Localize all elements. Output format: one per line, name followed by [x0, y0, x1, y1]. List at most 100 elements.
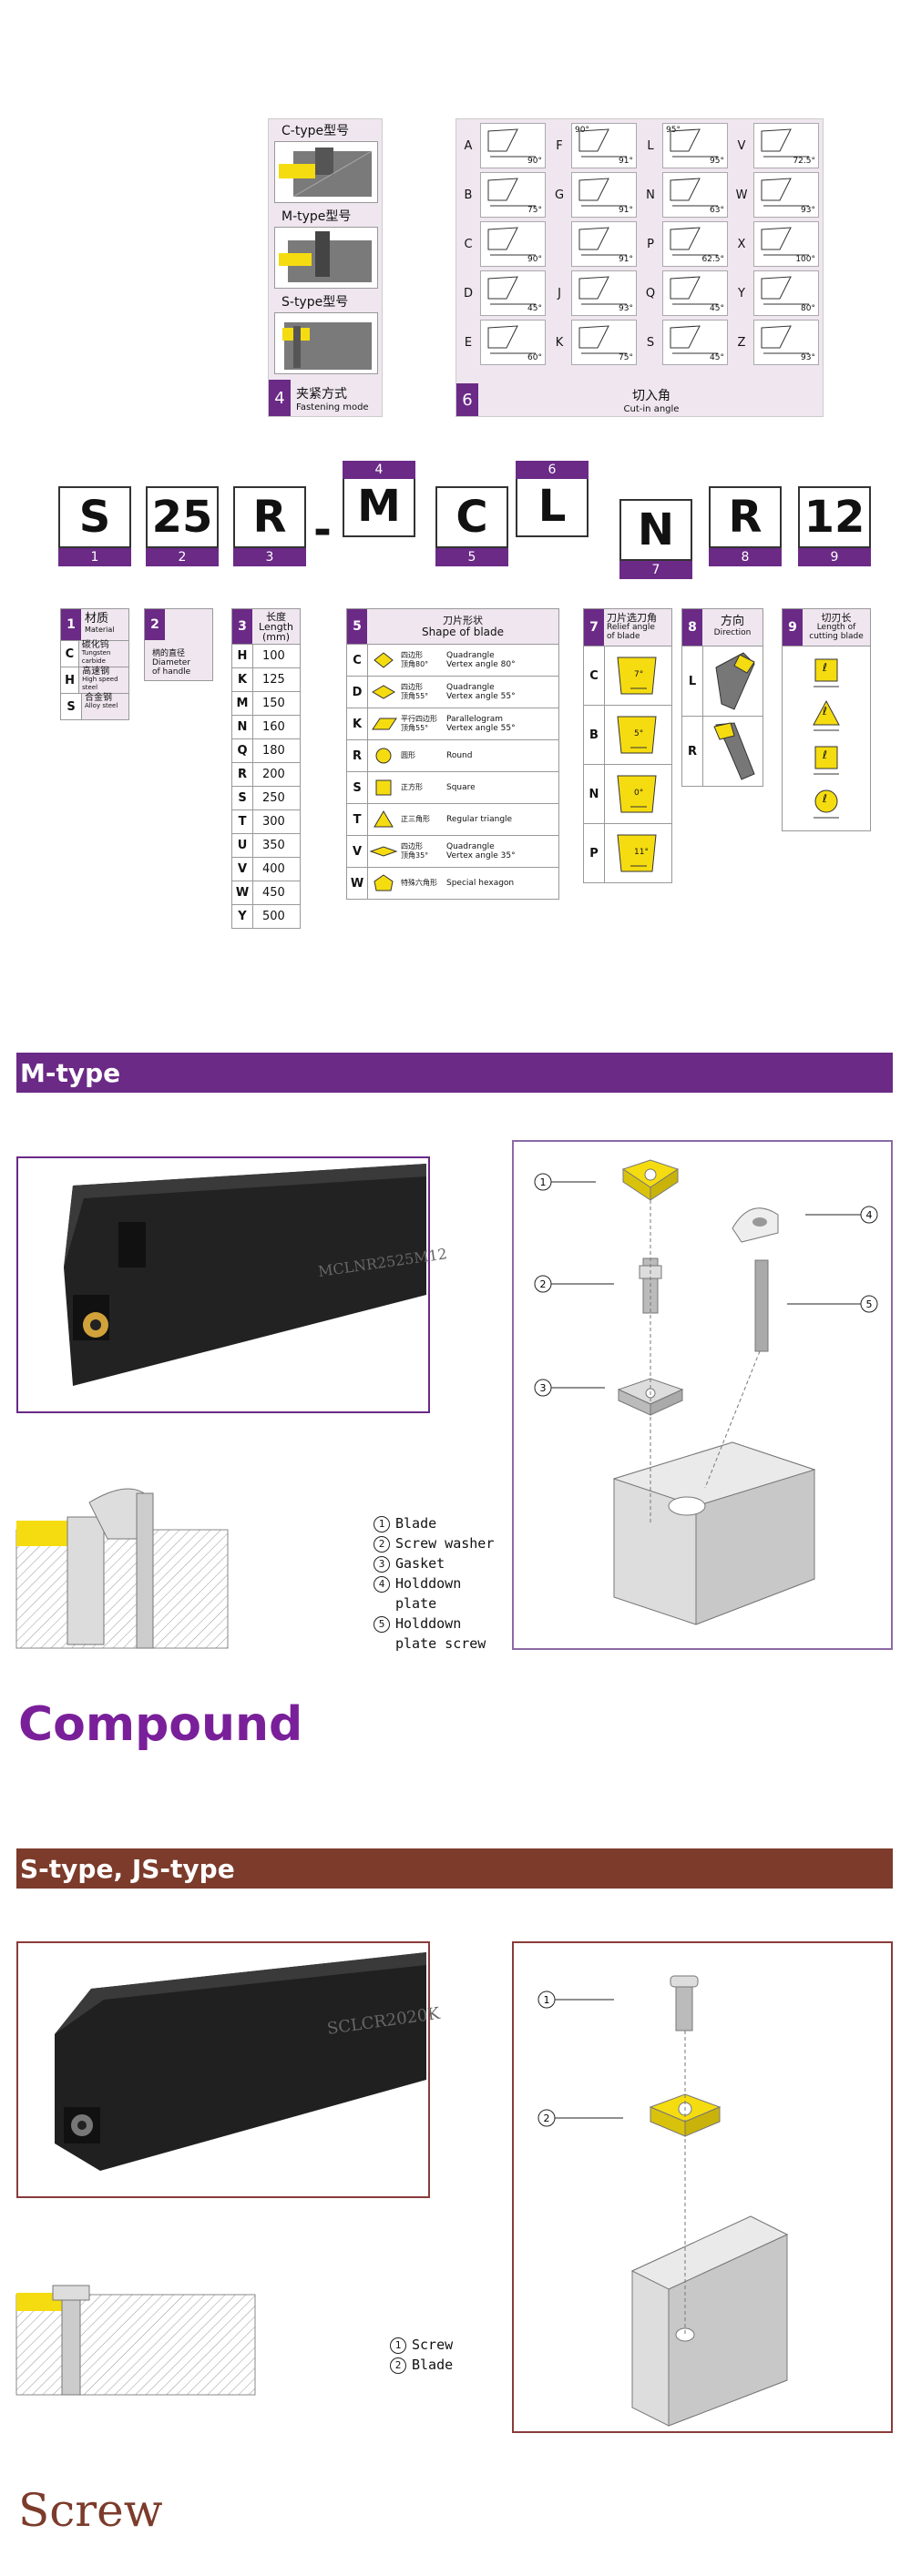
relief-code: C [584, 647, 605, 705]
mtype-legend-label: Holddown plate [395, 1575, 462, 1612]
length-value: 300 [262, 815, 285, 829]
shape-en-2: Vertex angle 55° [446, 724, 516, 733]
diameter-box: 2 柄的直径 Diameter of handle [144, 608, 213, 681]
cutin-angle: 93° [801, 206, 815, 215]
cutting-mark: ℓ [823, 661, 827, 674]
code-char: S [58, 486, 131, 548]
length-code: W [232, 881, 253, 904]
code-num: 3 [233, 548, 306, 566]
relief-angle: 11° [634, 848, 649, 857]
cutin-letter: J [558, 287, 561, 300]
mtype-callout: 1 [534, 1173, 596, 1191]
length-row: H 100 [231, 645, 301, 668]
length-value: 150 [262, 697, 285, 710]
cutin-diagram: 91° [571, 172, 637, 218]
mtype-callout: 3 [534, 1379, 605, 1397]
shape-en: Quadrangle [446, 842, 495, 851]
cutin-tool-icon [761, 227, 809, 256]
shape-code: C [347, 645, 368, 676]
cutin-angle: 95° [710, 157, 724, 166]
cutin-tool-icon [670, 178, 718, 207]
cutting-mark: ℓ [823, 748, 827, 761]
direction-code: L [682, 647, 703, 716]
m-type-label: M-type型号 [281, 209, 352, 224]
cutin-angle: 100° [795, 255, 815, 264]
cutin-en: Cut-in angle [623, 403, 680, 414]
cutin-angle: 90° [527, 157, 542, 166]
cutin-angle: 93° [801, 353, 815, 362]
cutin-tool-icon [761, 325, 809, 354]
mtype-legend-number: 5 [374, 1616, 390, 1633]
direction-tool-icon [707, 649, 762, 713]
code-char: R [709, 486, 782, 548]
code-num: 7 [619, 561, 692, 579]
c-type-icon [279, 148, 373, 198]
code-char: N [619, 499, 692, 561]
svg-text:1: 1 [544, 1994, 550, 2006]
shape-cn: 圆形 [401, 751, 415, 759]
shape-cn: 四边形 [401, 683, 423, 691]
length-unit: (mm) [261, 630, 290, 643]
fastening-panel: C-type型号 M-type型号 S-type型号 4 夹紧方式 Fasten… [268, 118, 383, 417]
shape-en: Square [446, 783, 476, 792]
cutin-tool-icon [761, 276, 809, 305]
stype-legend-label: Screw [412, 2337, 454, 2353]
shape-code: W [347, 868, 368, 899]
length-value: 200 [262, 768, 285, 781]
length-value: 100 [262, 649, 285, 663]
length-code: T [232, 810, 253, 833]
cutin-angle: 90° [527, 255, 542, 264]
shape-code: V [347, 836, 368, 867]
shape-cn: 特殊六角形 [401, 879, 437, 887]
cutin-tool-icon [761, 128, 809, 158]
relief-code: B [584, 706, 605, 764]
shape-icon [368, 809, 401, 830]
fastening-cn: 夹紧方式 [296, 386, 347, 402]
cutin-angle: 91° [619, 255, 633, 264]
cutin-angle-2: 95° [666, 126, 681, 135]
cutin-angle: 91° [619, 206, 633, 215]
cutin-letter: P [647, 238, 654, 251]
stype-caption: Screw [18, 2484, 163, 2537]
shape-cn: 四边形 [401, 651, 423, 659]
material-code: S [61, 694, 82, 719]
length-value: 450 [262, 886, 285, 900]
mtype-legend-number: 3 [374, 1556, 390, 1573]
shape-cn: 正三角形 [401, 815, 430, 823]
cutin-diagram: 93° [753, 320, 819, 365]
cutin-letter: A [464, 139, 473, 153]
length-cn: 长度 [266, 610, 286, 623]
length-code: H [232, 645, 253, 667]
c-type-label: C-type型号 [281, 124, 350, 138]
length-num: 3 [232, 609, 252, 644]
fastening-footer: 4 夹紧方式 Fastening mode [269, 380, 384, 416]
stype-legend-label: Blade [412, 2357, 454, 2373]
material-cn: 高速钢 [82, 667, 110, 677]
diameter-en2: of handle [152, 667, 191, 677]
cutin-angle: 93° [619, 304, 633, 313]
code-num: 4 [343, 461, 415, 479]
shape-en: Quadrangle [446, 683, 495, 692]
stype-tool-photo: SCLCR2020K [16, 1941, 442, 2198]
cutin-diagram: 93° [571, 270, 637, 316]
